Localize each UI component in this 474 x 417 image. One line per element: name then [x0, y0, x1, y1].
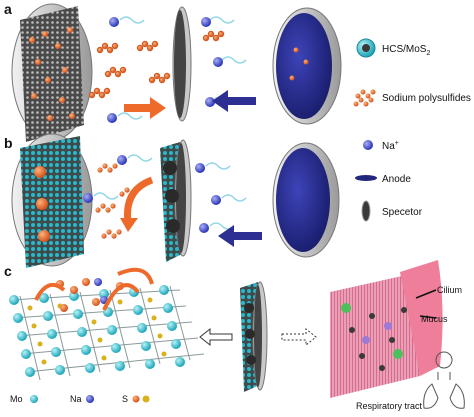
cathode-disk-a: [11, 3, 93, 142]
panel-label-a: a: [4, 1, 12, 17]
legend-separator-icon: [361, 200, 371, 222]
orange-curved-arrow-b: [124, 176, 154, 223]
cathode-disk-b: [11, 133, 93, 268]
orange-arrowhead-b: [120, 218, 138, 232]
s-atom-icon-orange: [132, 395, 140, 403]
atom-legend-na: Na: [70, 394, 82, 404]
legend-hcs-label: HCS/MoS2: [382, 44, 430, 57]
na-atom-icon: [86, 395, 94, 403]
respiratory-tract-illustration: Cilium Mucus Respiratory tract: [330, 260, 465, 411]
cilium-pointer: [415, 289, 437, 299]
hollow-arrow-left: [199, 327, 233, 347]
respiratory-tract-label: Respiratory tract: [356, 401, 423, 411]
atom-legend-s: S: [122, 394, 128, 404]
legend-na-label: Na+: [382, 140, 399, 152]
mucus-label: Mucus: [421, 314, 448, 324]
panel-label-c: c: [4, 263, 12, 279]
legend-hcs-icon: [356, 38, 376, 58]
legend-polysulfide-icon: [353, 89, 376, 107]
atom-legend-mo: Mo: [10, 394, 23, 404]
legend-anode-icon: [355, 175, 377, 181]
na-ions-b: [83, 154, 247, 233]
legend-anode-label: Anode: [382, 174, 411, 185]
navy-arrow-b: [218, 225, 262, 247]
separator-disk-b: [160, 139, 192, 262]
dashed-arrow-right: [281, 327, 317, 347]
separator-disk-a: [172, 6, 192, 122]
mos2-lattice: [9, 267, 205, 381]
orange-arrow-a: [124, 97, 166, 119]
legend-na-icon: [363, 140, 373, 150]
anode-disk-b: [272, 142, 340, 258]
mucus-pointer: [419, 315, 437, 319]
lungs-icon: [423, 351, 465, 409]
mo-atom-icon: [30, 395, 38, 403]
tract-wall: [400, 260, 443, 376]
anode-disk-a: [272, 7, 342, 125]
polysulfide-group-a: [88, 30, 225, 99]
legend-separator-label: Specetor: [382, 207, 423, 218]
legend-polysulfide-label: Sodium polysulfides: [382, 93, 471, 104]
cilium-surface: [330, 272, 420, 398]
legend: HCS/MoS2 Sodium polysulfides Na+ Anode S…: [353, 38, 471, 222]
coated-separator-c: [240, 281, 268, 392]
s-atom-icon-yellow: [142, 395, 150, 403]
cilium-label: Cilium: [437, 285, 462, 295]
particles: [341, 303, 407, 371]
atom-legend: Mo Na S: [10, 394, 150, 404]
panel-label-b: b: [4, 135, 13, 151]
navy-arrow-a: [212, 90, 256, 112]
